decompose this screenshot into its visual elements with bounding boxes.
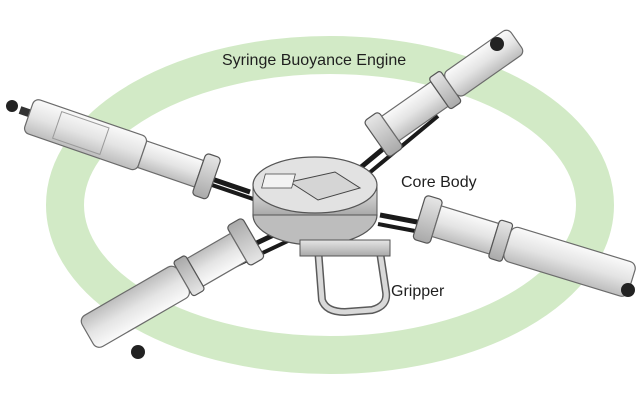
gripper (299, 239, 391, 317)
syringe-arm-top (358, 29, 524, 176)
core-body (252, 156, 378, 246)
syringe-arm-bottom (80, 218, 291, 359)
end-cap-icon (6, 100, 18, 112)
end-cap-icon (621, 283, 635, 297)
end-cap-icon (490, 37, 504, 51)
label-syringe-buoyance-engine: Syringe Buoyance Engine (222, 52, 407, 69)
syringe-arm-right (377, 195, 636, 297)
syringe-arm-left (6, 99, 257, 202)
buoyancy-ring (46, 36, 614, 374)
label-gripper: Gripper (391, 283, 445, 300)
label-core-body: Core Body (401, 174, 477, 191)
end-cap-icon (131, 345, 145, 359)
